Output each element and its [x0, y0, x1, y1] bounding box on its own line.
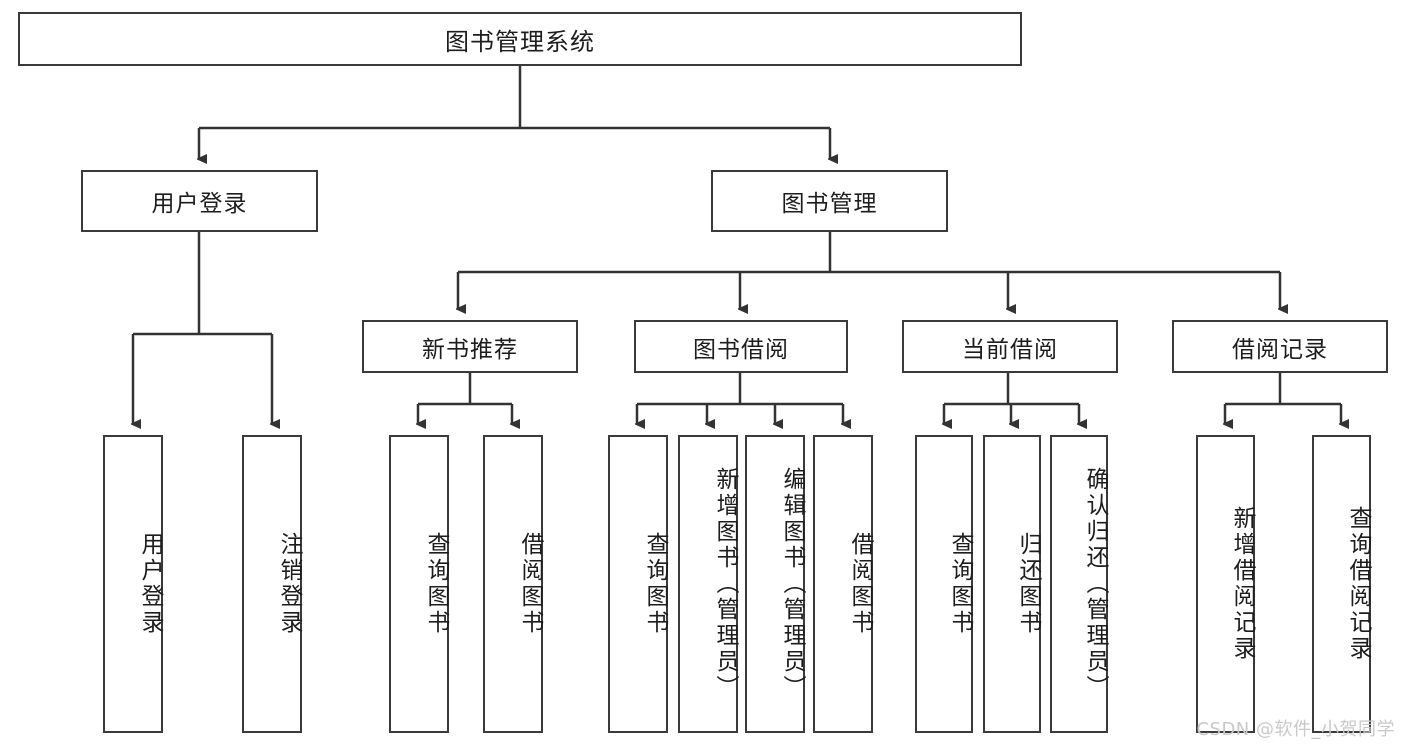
- node-label: 编辑图书（管理员）: [779, 467, 805, 701]
- node-label: 用户登录: [151, 191, 248, 217]
- node-label: 借阅记录: [1232, 336, 1328, 363]
- node-label: 查询图书: [642, 532, 668, 636]
- leaf-add-book-admin[interactable]: 新增图书（管理员）: [678, 435, 738, 733]
- node-book-management[interactable]: 图书管理: [711, 170, 948, 232]
- node-label: 图书借阅: [693, 336, 789, 363]
- leaf-return-book[interactable]: 归还图书: [983, 435, 1041, 733]
- leaf-logout-login[interactable]: 注销登录: [242, 435, 302, 733]
- node-label: 当前借阅: [962, 336, 1058, 363]
- node-user-login[interactable]: 用户登录: [81, 170, 318, 232]
- leaf-query-book-borrow[interactable]: 查询图书: [608, 435, 668, 733]
- node-label: 查询图书: [947, 532, 973, 636]
- node-book-borrow[interactable]: 图书借阅: [634, 320, 848, 373]
- node-new-book-recommend[interactable]: 新书推荐: [362, 320, 578, 373]
- node-root-book-management-system[interactable]: 图书管理系统: [18, 12, 1022, 66]
- node-label: 图书管理: [781, 191, 878, 217]
- watermark-text: CSDN @软件_小贺同学: [1196, 719, 1395, 740]
- leaf-confirm-return-admin[interactable]: 确认归还（管理员）: [1050, 435, 1108, 733]
- node-label: 图书管理系统: [445, 27, 595, 56]
- node-label: 查询借阅记录: [1345, 506, 1371, 662]
- node-label: 查询图书: [423, 532, 449, 636]
- leaf-borrow-book-recommend[interactable]: 借阅图书: [483, 435, 543, 733]
- leaf-query-book-current[interactable]: 查询图书: [915, 435, 973, 733]
- node-label: 新增图书（管理员）: [712, 467, 738, 701]
- node-label: 确认归还（管理员）: [1082, 467, 1108, 701]
- leaf-edit-book-admin[interactable]: 编辑图书（管理员）: [745, 435, 805, 733]
- node-current-borrow[interactable]: 当前借阅: [902, 320, 1118, 373]
- node-label: 新增借阅记录: [1229, 506, 1255, 662]
- node-label: 借阅图书: [847, 532, 873, 636]
- node-borrow-record[interactable]: 借阅记录: [1172, 320, 1388, 373]
- node-label: 注销登录: [276, 532, 302, 636]
- leaf-borrow-book-borrow[interactable]: 借阅图书: [813, 435, 873, 733]
- leaf-query-book-recommend[interactable]: 查询图书: [389, 435, 449, 733]
- leaf-query-borrow-record[interactable]: 查询借阅记录: [1312, 435, 1371, 733]
- leaf-add-borrow-record[interactable]: 新增借阅记录: [1196, 435, 1255, 733]
- node-label: 新书推荐: [422, 336, 518, 363]
- leaf-user-login[interactable]: 用户登录: [103, 435, 163, 733]
- node-label: 借阅图书: [517, 532, 543, 636]
- node-label: 用户登录: [137, 532, 163, 636]
- node-label: 归还图书: [1015, 532, 1041, 636]
